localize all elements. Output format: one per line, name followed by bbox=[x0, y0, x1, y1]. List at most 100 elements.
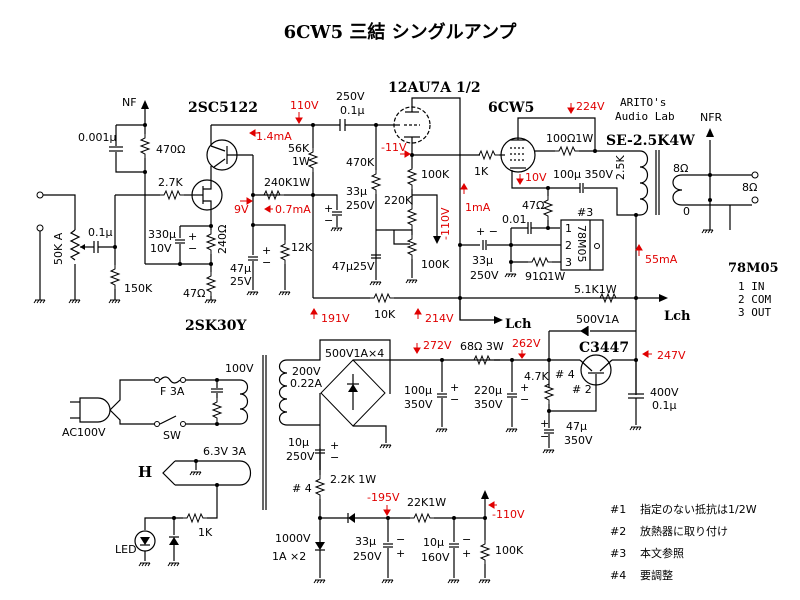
c-dec-v-label: 250V bbox=[346, 199, 375, 212]
regulator-transistor-label: C3447 bbox=[579, 340, 629, 356]
r-feed-label: 240K1W bbox=[264, 176, 310, 189]
power-tube-label: 6CW5 bbox=[488, 100, 534, 116]
mains-label: AC100V bbox=[62, 426, 106, 439]
svg-text:−: − bbox=[188, 242, 197, 255]
meas-10v: 10V bbox=[525, 171, 547, 184]
pot-label: 100K bbox=[421, 258, 450, 271]
meas-minus-110v-b: -110V bbox=[492, 508, 525, 521]
meas-1-4ma: 1.4mA bbox=[256, 130, 292, 143]
c-dec-label: 33μ bbox=[346, 185, 367, 198]
c2-label: 220μ bbox=[474, 384, 502, 397]
note-1-num: #1 bbox=[610, 503, 626, 516]
c1-v-label: 350V bbox=[404, 398, 433, 411]
input-terminal-gnd bbox=[36, 224, 44, 232]
meas-1ma: 1mA bbox=[465, 201, 491, 214]
pinout-title: 78M05 bbox=[728, 261, 779, 276]
led-label: LED bbox=[115, 543, 137, 556]
note-4-num: #4 bbox=[610, 569, 626, 582]
meas-214v: 214V bbox=[425, 312, 454, 325]
c-cpl-label: 0.1μ bbox=[340, 104, 365, 117]
svg-text:+: + bbox=[324, 202, 333, 215]
svg-text:−: − bbox=[324, 214, 333, 227]
note-2-num: #2 bbox=[610, 525, 626, 538]
mains-plug-icon bbox=[79, 397, 111, 423]
meas-0-7ma: 0.7mA bbox=[275, 203, 311, 216]
c-grid-label: 47μ25V bbox=[332, 260, 375, 273]
meas-minus-11v: -11V bbox=[381, 141, 407, 154]
r-load-label: 56K bbox=[288, 142, 310, 155]
credit-line2: Audio Lab bbox=[615, 110, 675, 123]
meas-55ma: 55mA bbox=[645, 253, 678, 266]
c-filter-v-label: 250V bbox=[470, 269, 499, 282]
svg-text:−: − bbox=[330, 451, 339, 464]
reg-pin-3: 3 bbox=[565, 256, 572, 269]
neg-diode2-label: 1A ×2 bbox=[272, 550, 306, 563]
svg-text:−: − bbox=[262, 256, 271, 269]
c-out-v-label: 400V bbox=[650, 386, 679, 399]
r-drop-label: 10K bbox=[374, 308, 396, 321]
r-grid-label: 470K bbox=[346, 156, 375, 169]
meas-247v: 247V bbox=[657, 349, 686, 362]
r-load-w-label: 1W bbox=[292, 155, 310, 168]
r-grid-stop-label: 1K bbox=[474, 165, 489, 178]
neg-c2-label: 33μ bbox=[355, 535, 376, 548]
pinout-2: 2 COM bbox=[738, 293, 771, 306]
neg-r2-label: 22K1W bbox=[407, 496, 446, 509]
neg-c2-v-label: 250V bbox=[353, 550, 382, 563]
r-cath-label: 47Ω bbox=[522, 199, 544, 212]
r-gate-label: 2.7K bbox=[158, 176, 183, 189]
input-stage: 50K A 0.1μ 150K 2.7K NF 0.001μ 470Ω 2SK3… bbox=[33, 96, 258, 334]
reg-note-label: #3 bbox=[577, 206, 593, 219]
c-bias-v-label: 25V bbox=[230, 275, 252, 288]
svg-text:−: − bbox=[396, 533, 405, 546]
svg-text:+: + bbox=[262, 244, 271, 257]
neg-c3-v-label: 160V bbox=[421, 551, 450, 564]
r-plate-label: 100K bbox=[421, 168, 450, 181]
pinout-1: 1 IN bbox=[738, 280, 765, 293]
svg-text:+: + bbox=[396, 547, 405, 560]
power-supply: AC100V F 3A SW 100V 200V 0.22A 500V1A×4 … bbox=[62, 313, 679, 510]
heater-circuit: H 6.3V 3A 1K LED bbox=[115, 445, 252, 567]
note-1-text: 指定のない抵抗は1/2W bbox=[640, 502, 757, 516]
c-bias-label: 47μ bbox=[230, 262, 251, 275]
switch-label: SW bbox=[163, 429, 181, 442]
regulator-body-label: 78M05 bbox=[575, 225, 588, 263]
svg-text:+ −: + − bbox=[476, 225, 498, 238]
r-filter-label: 68Ω 3W bbox=[460, 340, 504, 353]
bjt-label: 2SC5122 bbox=[188, 100, 258, 116]
r-src2-label: 47Ω bbox=[183, 287, 205, 300]
volume-pot bbox=[69, 229, 81, 261]
c-base-label: 47μ bbox=[566, 420, 587, 433]
note-3-text: 本文参照 bbox=[640, 546, 684, 560]
regulator-pinout: 78M05 1 IN 2 COM 3 OUT bbox=[728, 261, 779, 319]
r-in-label: 150K bbox=[124, 282, 153, 295]
note-2-text: 放熱器に取り付け bbox=[640, 524, 728, 538]
note-base-label: # 4 bbox=[555, 368, 575, 381]
driver-stage: 250V 0.1μ 12AU7A 1/2 470K 47μ25V 100K 22… bbox=[332, 80, 481, 320]
ot-model-label: SE-2.5K4W bbox=[606, 133, 695, 149]
r-bias-label: 12K bbox=[291, 241, 313, 254]
r-screen-label: 100Ω1W bbox=[546, 132, 593, 145]
meas-262v: 262V bbox=[512, 337, 541, 350]
fuse-label: F 3A bbox=[160, 385, 185, 398]
svg-text:+: + bbox=[188, 230, 197, 243]
neg-r3-label: 100K bbox=[495, 544, 524, 557]
measurements: 110V 1.4mA 9V 0.7mA -11V -110V 1mA 224V … bbox=[234, 99, 686, 521]
heater-winding-label: 6.3V 3A bbox=[203, 445, 247, 458]
r-src-label: 240Ω bbox=[216, 225, 229, 254]
meas-minus-110v-a: -110V bbox=[439, 207, 452, 240]
neg-c1-v-label: 250V bbox=[286, 450, 315, 463]
meas-110v: 110V bbox=[290, 99, 319, 112]
meas-224v: 224V bbox=[576, 100, 605, 113]
power-stage: 1K 6CW5 100Ω1W 100μ 350V 47Ω 0.01 78M05 … bbox=[458, 100, 691, 395]
secondary-label: 200V bbox=[292, 365, 321, 378]
meas-191v: 191V bbox=[321, 312, 350, 325]
svg-text:−: − bbox=[520, 393, 529, 406]
r-base-label: 4.7K bbox=[524, 370, 549, 383]
ot-tap8-label: 8Ω bbox=[673, 162, 688, 175]
note-3-num: #3 bbox=[610, 547, 626, 560]
c2-v-label: 350V bbox=[474, 398, 503, 411]
reg-pin-1: 1 bbox=[565, 222, 572, 235]
c-nf-label: 0.001μ bbox=[78, 131, 117, 144]
neg-note-label: # 4 bbox=[292, 482, 312, 495]
